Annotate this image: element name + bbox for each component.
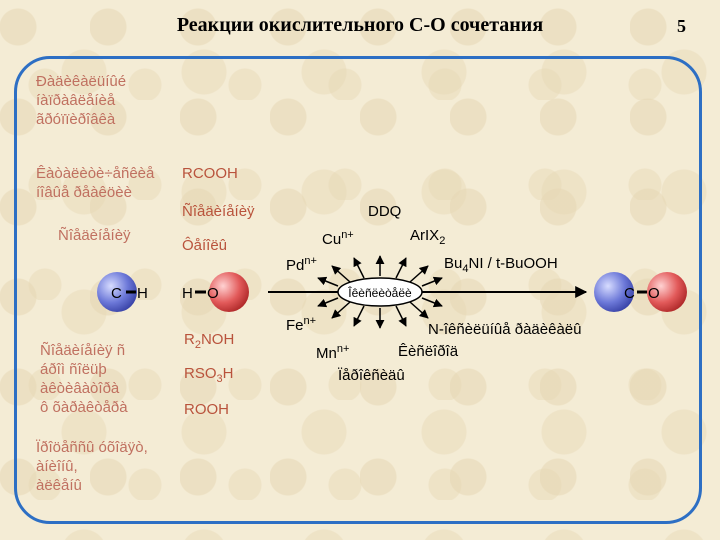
center-label-d: Ïåðîêñèäû bbox=[338, 367, 405, 384]
atom-c-right: C bbox=[624, 285, 635, 302]
reagent-rooh: ROOH bbox=[184, 401, 229, 418]
left-heading-2: Êàòàëèòè÷åñêèå íîâûå ðåàêöèè bbox=[36, 165, 155, 201]
atom-h-middle: H bbox=[182, 285, 193, 302]
atom-o-middle: O bbox=[207, 285, 219, 302]
center-ddq: DDQ bbox=[368, 203, 402, 220]
oxidant-label: Îêèñëèòåëè bbox=[347, 285, 412, 300]
atom-c-left: C bbox=[111, 285, 122, 302]
reagent-r2noh: R2NOH bbox=[184, 331, 235, 351]
atom-h-left: H bbox=[137, 285, 148, 302]
reagent-label-a: Ñîåäèíåíèÿ bbox=[182, 203, 255, 220]
center-fe: Fen+ bbox=[286, 315, 317, 334]
oxygen-sphere-right bbox=[647, 272, 687, 312]
center-pd: Pdn+ bbox=[286, 255, 317, 274]
left-heading-3: Ñîåäèíåíèÿ bbox=[58, 227, 131, 244]
left-heading-5: Ïðîöåññû óõîäÿò, àíèîíû, àëêåíû bbox=[36, 439, 148, 494]
reagent-rso3h: RSO3H bbox=[184, 365, 234, 385]
left-heading-4: Ñîåäèíåíèÿ ñ áðîì ñîëüþ àêòèâàòîðà ô õàð… bbox=[40, 342, 128, 416]
center-mn: Mnn+ bbox=[316, 343, 350, 362]
radiating-arrows bbox=[317, 255, 443, 329]
reagent-rcooh: RCOOH bbox=[182, 165, 238, 182]
carbon-sphere-left bbox=[97, 272, 137, 312]
carbon-sphere-right bbox=[594, 272, 634, 312]
center-arix2: ArIX2 bbox=[410, 227, 446, 247]
center-n-oxyl: N-îêñèëüíûå ðàäèêàëû bbox=[428, 321, 582, 338]
oxygen-sphere-middle bbox=[209, 272, 249, 312]
center-cu: Cun+ bbox=[322, 229, 354, 248]
center-bu4ni: Bu4NI / t-BuOOH bbox=[444, 255, 558, 275]
page-number: 5 bbox=[677, 16, 686, 36]
oxidant-ellipse bbox=[337, 277, 423, 307]
slide-title: Реакции окислительного С-О сочетания bbox=[176, 14, 544, 36]
reagent-label-b: Ôåíîëû bbox=[182, 237, 228, 254]
content-frame bbox=[14, 56, 702, 524]
center-label-c: Êèñëîðîä bbox=[398, 343, 459, 360]
atom-o-right: O bbox=[648, 285, 660, 302]
left-heading-1: Ðàäèêàëüíûé íàïðàâëåíèå ãðóïïèðîâêà bbox=[36, 73, 127, 128]
